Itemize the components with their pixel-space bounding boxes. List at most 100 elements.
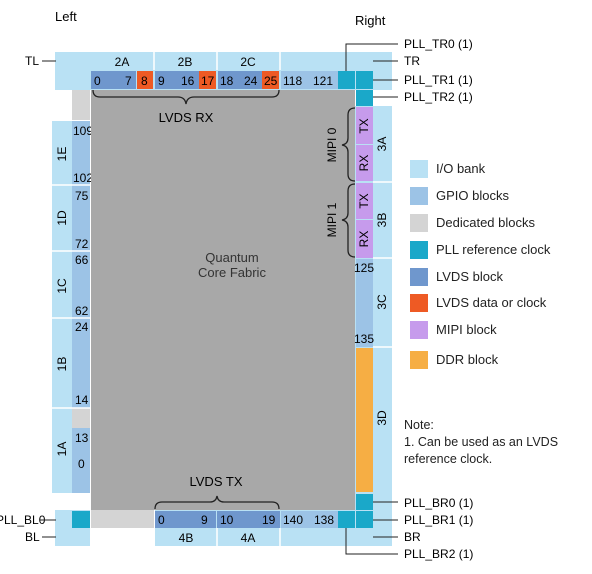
top-num-25: 25 (264, 74, 278, 88)
legend-swatch (410, 187, 428, 205)
left-num-0: 0 (78, 457, 85, 471)
lvds-block-4b (155, 511, 216, 528)
left-num-14: 14 (75, 393, 89, 407)
top-num-16: 16 (181, 74, 195, 88)
legend-label: GPIO blocks (436, 188, 509, 203)
bottom-num-9: 9 (201, 513, 208, 527)
pll-tr1-block (356, 71, 373, 89)
mipi1-rx-label: RX (357, 231, 371, 248)
dedicated-block-left (72, 90, 90, 120)
mipi0-rx-label: RX (357, 155, 371, 172)
mipi0-brace (341, 107, 356, 182)
legend-swatch (410, 160, 428, 178)
mipi1-rx (356, 220, 373, 258)
core-fabric (91, 90, 355, 510)
bank-label-3c: 3C (375, 294, 389, 310)
legend-label: I/O bank (436, 161, 486, 176)
left-num-75: 75 (75, 189, 89, 203)
right-num-135: 135 (354, 332, 374, 346)
legend-label: Dedicated blocks (436, 215, 535, 230)
lvds-clk-25 (262, 71, 279, 89)
corner-tl-label: TL (25, 54, 39, 68)
legend-label: LVDS block (436, 269, 503, 284)
mipi1-label: MIPI 1 (325, 202, 339, 237)
core-label-line1: Quantum (205, 250, 258, 265)
lvds-block-4a (217, 511, 280, 528)
lvds-rx-brace (92, 89, 280, 105)
pll-tr1-label: PLL_TR1 (1) (404, 73, 473, 87)
legend-swatch (410, 241, 428, 259)
left-num-13: 13 (75, 431, 89, 445)
legend-label: DDR block (436, 352, 499, 367)
mipi0-label: MIPI 0 (325, 127, 339, 162)
bank-label-1a: 1A (55, 442, 69, 457)
pll-bl0-label: PLL_BL0 (0, 513, 46, 527)
top-num-17: 17 (201, 74, 215, 88)
mipi0-tx (356, 107, 373, 144)
pll-br1-block (356, 511, 373, 528)
pll-br0-block (356, 494, 373, 510)
pll-br1-label: PLL_BR1 (1) (404, 513, 473, 527)
dedicated-block-left-lower (72, 408, 90, 428)
top-num-118: 118 (283, 74, 302, 88)
bank-label-2a: 2A (115, 55, 130, 69)
legend-swatch (410, 214, 428, 232)
header-left: Left (55, 9, 77, 24)
bank-label-3b: 3B (375, 213, 389, 228)
legend-swatch (410, 294, 428, 312)
legend-swatch (410, 268, 428, 286)
pll-tr0-block (338, 71, 355, 89)
bottom-num-140: 140 (283, 513, 303, 527)
lvds-tx-label: LVDS TX (190, 474, 243, 489)
top-num-7: 7 (125, 74, 132, 88)
legend-swatch (410, 321, 428, 339)
top-num-9: 9 (158, 74, 165, 88)
top-num-0: 0 (94, 74, 101, 88)
bottom-num-0: 0 (158, 513, 165, 527)
gpio-block-bottom (281, 511, 338, 528)
top-num-121: 121 (313, 74, 333, 88)
left-num-109: 109 (73, 124, 93, 138)
lvds-block-2b (155, 71, 199, 89)
pll-tr0-label: PLL_TR0 (1) (404, 37, 473, 51)
bank-label-4a: 4A (241, 531, 256, 545)
bank-label-2c: 2C (240, 55, 256, 69)
mipi1-tx-label: TX (357, 193, 371, 208)
lvds-block-2a (91, 71, 136, 89)
legend-label: LVDS data or clock (436, 295, 547, 310)
left-num-24: 24 (75, 320, 89, 334)
bank-label-1b: 1B (55, 357, 69, 372)
bottom-num-19: 19 (262, 513, 276, 527)
pll-tr2-label: PLL_TR2 (1) (404, 90, 473, 104)
mipi1-brace (341, 183, 356, 258)
corner-tl (55, 52, 90, 90)
pll-br0-label: PLL_BR0 (1) (404, 496, 473, 510)
lvds-clk-8 (137, 71, 153, 89)
header-right: Right (355, 13, 386, 28)
lvds-clk-17 (199, 71, 216, 89)
note-line1: 1. Can be used as an LVDS (404, 435, 559, 449)
legend-label: PLL reference clock (436, 242, 551, 257)
corner-br-label: BR (404, 530, 421, 544)
bank-label-1e: 1E (55, 147, 69, 162)
bottom-num-10: 10 (220, 513, 234, 527)
bank-label-1c: 1C (55, 278, 69, 294)
pll-br2-block (338, 511, 355, 528)
mipi0-tx-label: TX (357, 118, 371, 133)
corner-bl-label: BL (25, 530, 40, 544)
note-line2: reference clock. (404, 452, 493, 466)
ddr-block (356, 348, 373, 492)
left-num-66: 66 (75, 253, 89, 267)
bank-label-3d: 3D (375, 410, 389, 426)
left-num-72: 72 (75, 237, 89, 251)
bank-label-2b: 2B (178, 55, 193, 69)
bank-label-4b: 4B (179, 531, 194, 545)
lvds-tx-brace (154, 495, 280, 510)
dedicated-block-bottom (91, 510, 154, 528)
corner-tr-label: TR (404, 54, 420, 68)
top-num-8: 8 (141, 74, 148, 88)
lvds-block-2c (218, 71, 262, 89)
bank-label-3a: 3A (375, 137, 389, 152)
top-num-24: 24 (244, 74, 258, 88)
